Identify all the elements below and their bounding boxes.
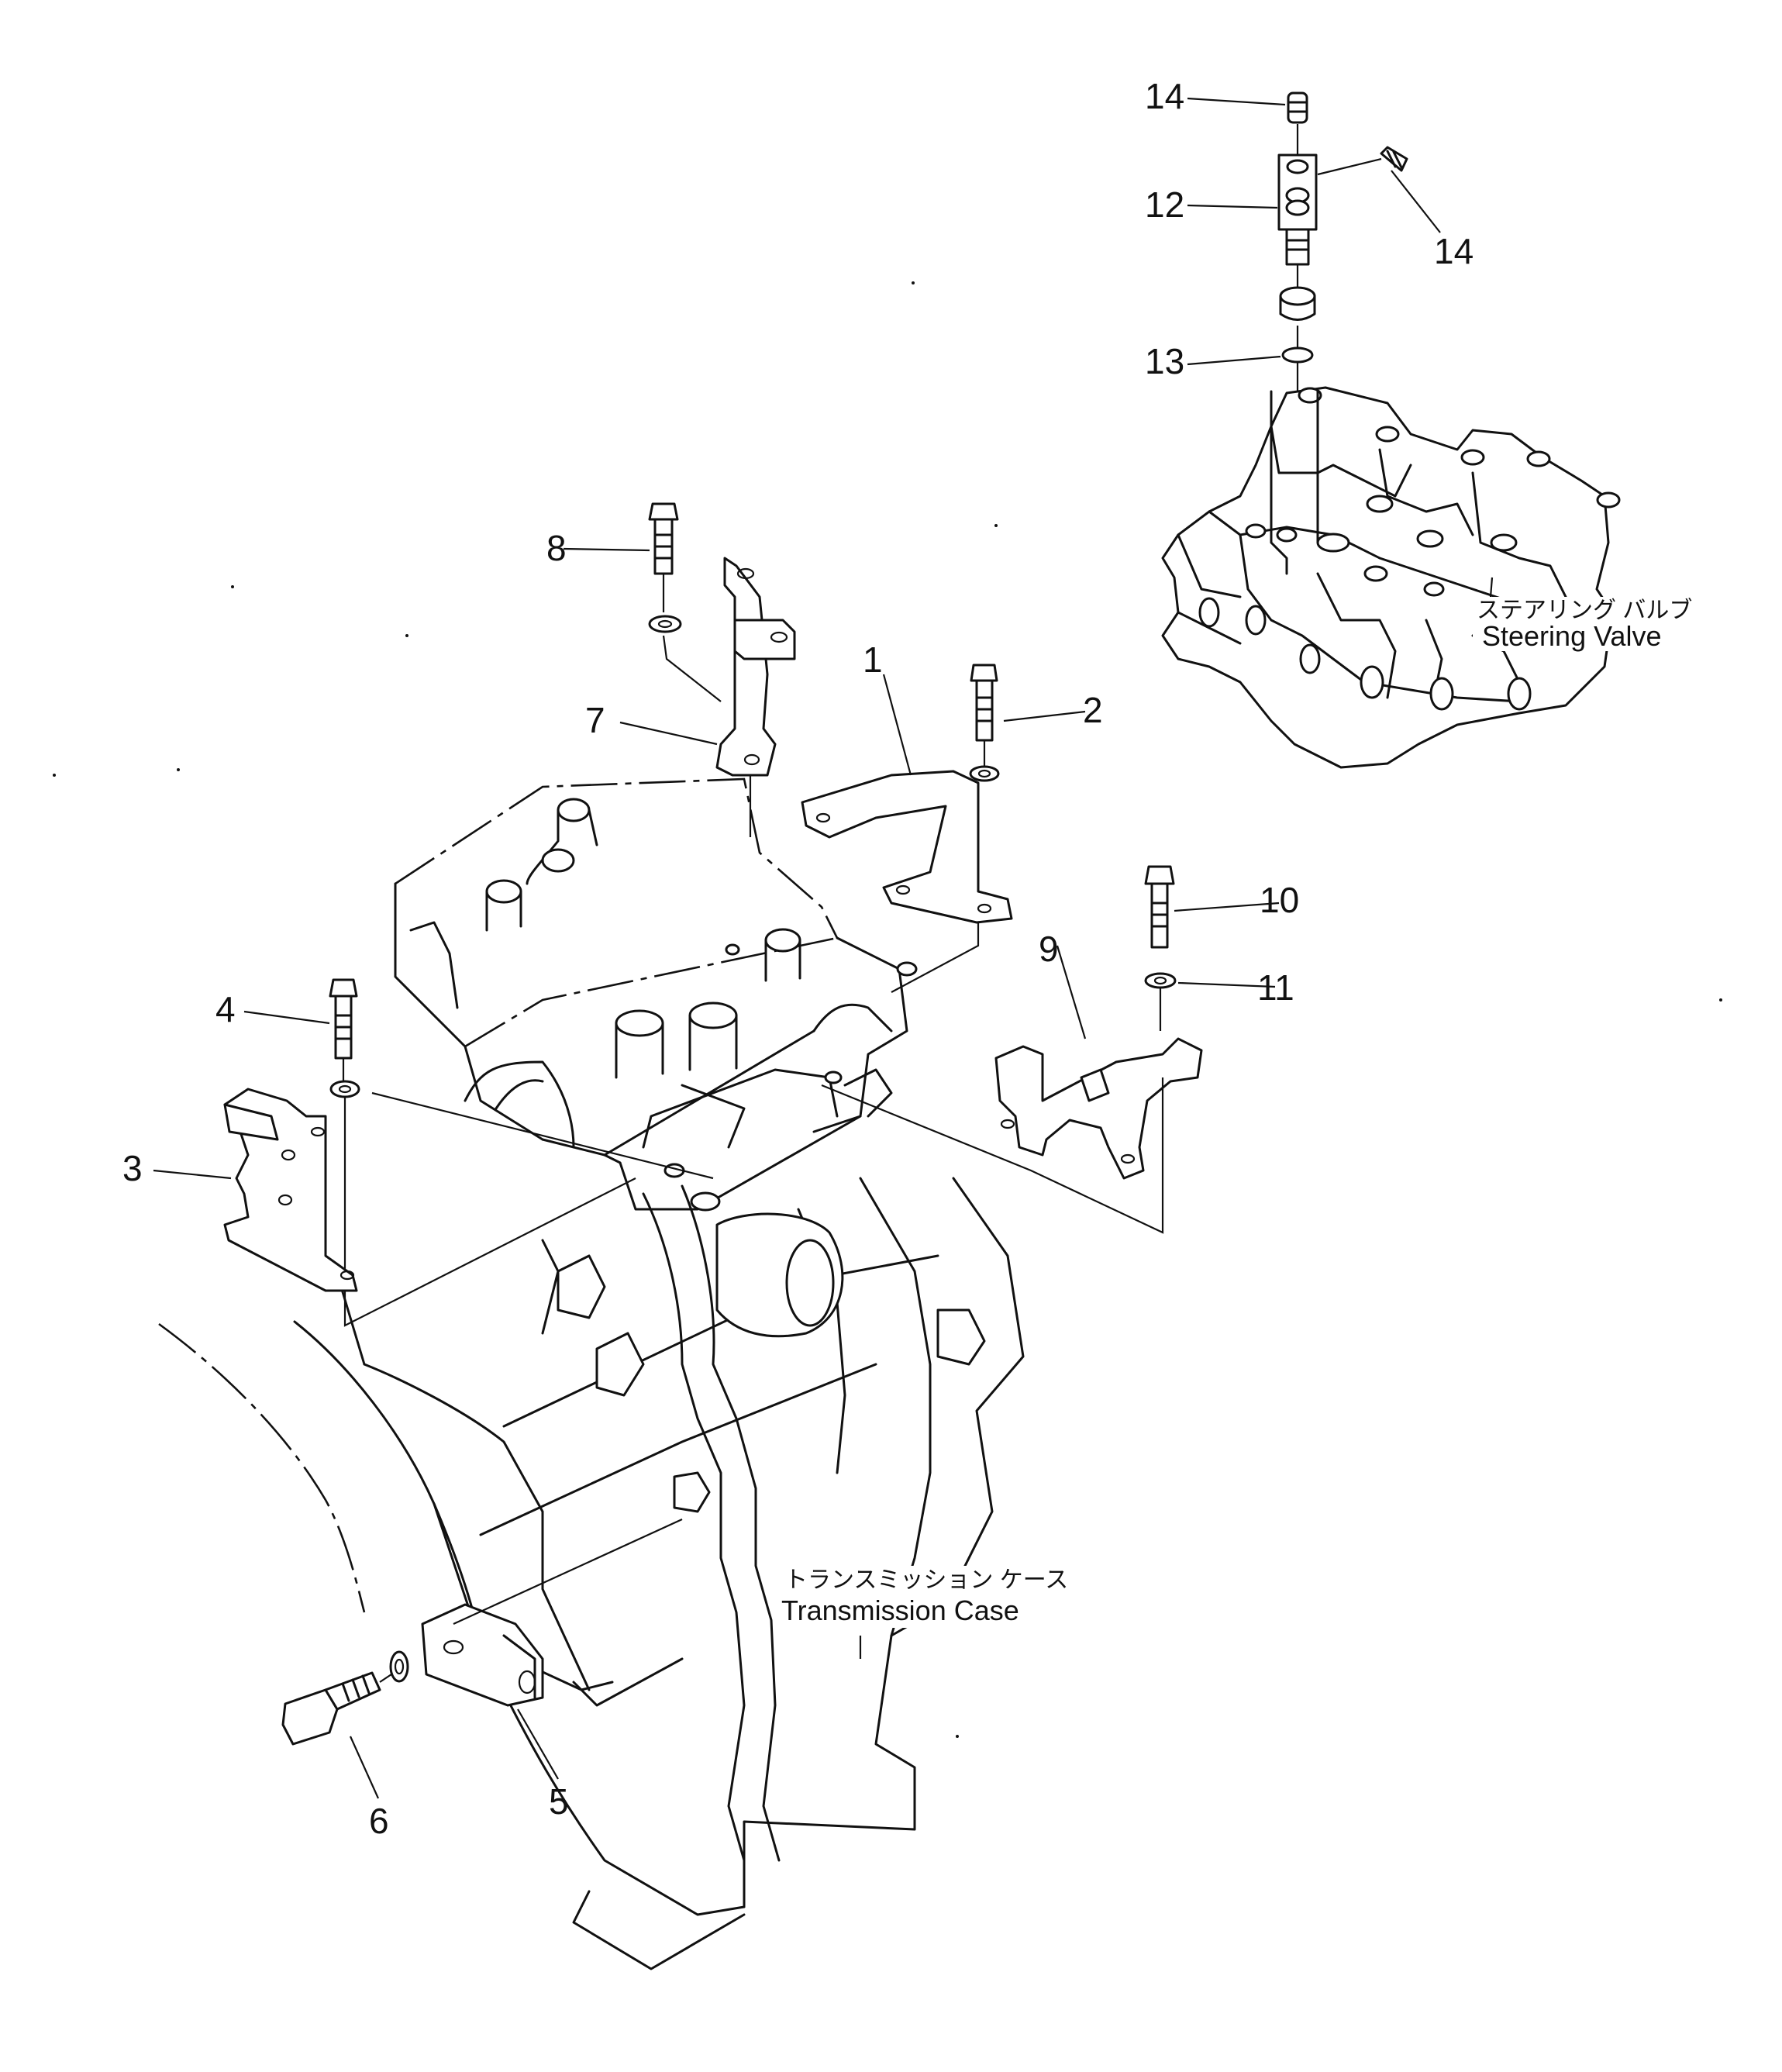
part-bolt-10 — [1144, 865, 1175, 949]
callout-9: 9 — [1039, 929, 1059, 969]
steering-valve-label-en: Steering Valve — [1482, 620, 1661, 652]
transmission-case — [158, 1177, 1025, 1970]
part-plug-14-side — [1317, 146, 1408, 176]
callout-7: 7 — [585, 700, 605, 740]
callout-11: 11 — [1257, 967, 1294, 1008]
callout-1: 1 — [863, 640, 883, 680]
callout-6: 6 — [369, 1801, 389, 1841]
part-washer-11 — [1144, 972, 1177, 989]
part-washer-6 — [389, 1650, 409, 1683]
transmission-case-label-en: Transmission Case — [781, 1595, 1019, 1626]
callout-14-side: 14 — [1434, 231, 1474, 271]
leader-lines — [153, 97, 1494, 1799]
part-nut — [1279, 264, 1316, 321]
part-bolt-8 — [648, 502, 679, 612]
part-bolt-2 — [969, 664, 1000, 782]
part-bracket-9 — [821, 988, 1203, 1234]
scan-specks — [53, 281, 1722, 1738]
part-bracket-7 — [715, 557, 796, 837]
callout-10: 10 — [1260, 880, 1299, 920]
part-o-ring-13 — [1281, 326, 1314, 391]
callout-2: 2 — [1083, 690, 1103, 730]
callouts: 14 12 14 13 8 7 1 2 10 9 11 4 3 5 6 — [122, 76, 1474, 1841]
part-fitting-12 — [1277, 153, 1318, 266]
part-bolt-4 — [329, 978, 714, 1271]
callout-3: 3 — [122, 1148, 143, 1188]
steering-valve — [1161, 386, 1621, 769]
callout-12: 12 — [1145, 184, 1184, 225]
labels: ステアリング バルブ Steering Valve トランスミッション ケース … — [779, 597, 1692, 1628]
part-washer-8 — [648, 615, 722, 702]
control-valve-block — [394, 777, 918, 1212]
part-plate-5 — [421, 1518, 683, 1707]
callout-8: 8 — [546, 528, 567, 568]
callout-4: 4 — [215, 989, 236, 1029]
steering-valve-label-jp: ステアリング バルブ — [1477, 598, 1692, 623]
callout-14-top: 14 — [1145, 76, 1184, 116]
part-bolt-6 — [281, 1671, 392, 1746]
transmission-case-label-jp: トランスミッション ケース — [784, 1567, 1068, 1593]
callout-5: 5 — [549, 1781, 569, 1822]
callout-13: 13 — [1145, 341, 1184, 381]
part-bracket-1 — [801, 770, 1013, 993]
part-plug-14-top — [1287, 91, 1308, 155]
part-bracket-3 — [223, 1088, 636, 1327]
